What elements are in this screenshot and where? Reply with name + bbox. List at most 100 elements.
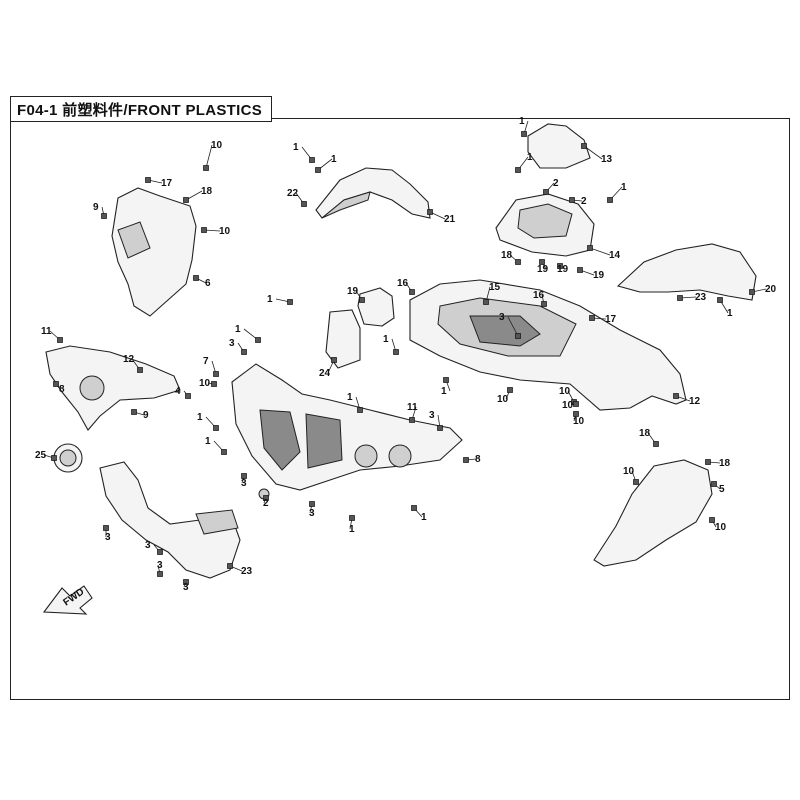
- callout-label: 5: [719, 484, 725, 495]
- callout-label: 15: [489, 282, 501, 293]
- part-24-bumper: [99, 461, 241, 579]
- callout-label: 21: [444, 214, 456, 225]
- fastener-icon: [711, 481, 717, 487]
- fastener-icon: [193, 275, 199, 281]
- fastener-icon: [427, 209, 433, 215]
- fastener-icon: [211, 381, 217, 387]
- callout-label: 1: [331, 154, 337, 165]
- callout-label: 3: [229, 338, 235, 349]
- fastener-icon: [145, 177, 151, 183]
- fastener-icon: [213, 371, 219, 377]
- callout-label: 18: [719, 458, 731, 469]
- title-box: F04-1 前塑料件/FRONT PLASTICS: [10, 96, 272, 122]
- callout-label: 17: [161, 178, 173, 189]
- callout-label: 9: [143, 410, 149, 421]
- callout-label: 3: [183, 582, 189, 593]
- callout-group: 1111111111111112223333333334567889910101…: [35, 116, 777, 593]
- callout-leader-36: [205, 144, 213, 169]
- fastener-icon: [349, 515, 355, 521]
- callout-label: 3: [309, 508, 315, 519]
- callout-label: 10: [715, 522, 727, 533]
- fastener-icon: [543, 189, 549, 195]
- fastener-icon: [359, 297, 365, 303]
- fastener-icon: [653, 441, 659, 447]
- fastener-icon: [589, 315, 595, 321]
- part-21-right-top-cover: [616, 243, 757, 301]
- callout-label: 18: [501, 250, 513, 261]
- fastener-icon: [507, 387, 513, 393]
- fastener-icon: [515, 167, 521, 173]
- callout-label: 2: [581, 196, 587, 207]
- callout-label: 24: [319, 368, 331, 379]
- callout-label: 1: [235, 324, 241, 335]
- fastener-icon: [315, 167, 321, 173]
- fastener-icon: [717, 297, 723, 303]
- diagram-frame: [10, 118, 790, 700]
- part-26-badge-inner: [59, 449, 77, 467]
- callout-label: 2: [553, 178, 559, 189]
- callout-label: 19: [347, 286, 359, 297]
- fastener-icon: [607, 197, 613, 203]
- part-24-plate: [195, 509, 239, 535]
- callout-label: 3: [499, 312, 505, 323]
- part-6-right-fender: [593, 459, 713, 567]
- callout-label: 10: [199, 378, 211, 389]
- fastener-icon: [541, 301, 547, 307]
- fastener-icon: [677, 295, 683, 301]
- callout-label: 22: [287, 188, 299, 199]
- fastener-icon: [137, 367, 143, 373]
- fastener-icon: [573, 411, 579, 417]
- fastener-icon: [357, 407, 363, 413]
- callout-label: 18: [201, 186, 213, 197]
- fastener-icon: [443, 377, 449, 383]
- callout-label: 1: [441, 386, 447, 397]
- fastener-icon: [255, 337, 261, 343]
- callout-label: 19: [537, 264, 549, 275]
- part-13-inner-well: [469, 315, 541, 347]
- fastener-icon: [483, 299, 489, 305]
- part-7-left-inner-panel: [111, 187, 197, 317]
- callout-label: 16: [533, 290, 545, 301]
- callout-label: 4: [175, 386, 181, 397]
- callout-label: 1: [205, 436, 211, 447]
- fastener-icon: [749, 289, 755, 295]
- fastener-icon: [463, 457, 469, 463]
- callout-label: 1: [197, 412, 203, 423]
- callout-label: 7: [203, 356, 209, 367]
- callout-label: 1: [347, 392, 353, 403]
- callout-label: 10: [573, 416, 585, 427]
- fastener-icon: [539, 259, 545, 265]
- callout-label: 1: [383, 334, 389, 345]
- fastener-icon: [309, 157, 315, 163]
- part-4-grille-left: [259, 409, 301, 471]
- fastener-icon: [203, 165, 209, 171]
- callout-label: 11: [407, 402, 418, 413]
- fwd-arrow: [42, 585, 93, 615]
- callout-label: 3: [241, 478, 247, 489]
- fastener-icon: [185, 393, 191, 399]
- fastener-icon: [101, 213, 107, 219]
- fastener-icon: [241, 349, 247, 355]
- part-14-meter-cover: [527, 123, 591, 169]
- fastener-icon: [569, 197, 575, 203]
- fastener-icon: [705, 459, 711, 465]
- callout-label: 10: [497, 394, 509, 405]
- fastener-icon: [157, 571, 163, 577]
- fastener-icon: [183, 579, 189, 585]
- fastener-icon: [709, 517, 715, 523]
- callout-label: 1: [349, 524, 355, 535]
- fastener-icon: [577, 267, 583, 273]
- part-25-plate: [325, 309, 361, 369]
- callout-label: 12: [689, 396, 701, 407]
- fastener-icon: [409, 289, 415, 295]
- callout-leader-49: [589, 247, 611, 256]
- fastener-icon: [221, 449, 227, 455]
- fastener-icon: [331, 357, 337, 363]
- callout-label: 12: [123, 354, 135, 365]
- callout-label: 3: [105, 532, 111, 543]
- part-4-headlight-right: [388, 444, 412, 468]
- fastener-icon: [587, 245, 593, 251]
- callout-label: 6: [205, 278, 211, 289]
- callout-label: 1: [293, 142, 299, 153]
